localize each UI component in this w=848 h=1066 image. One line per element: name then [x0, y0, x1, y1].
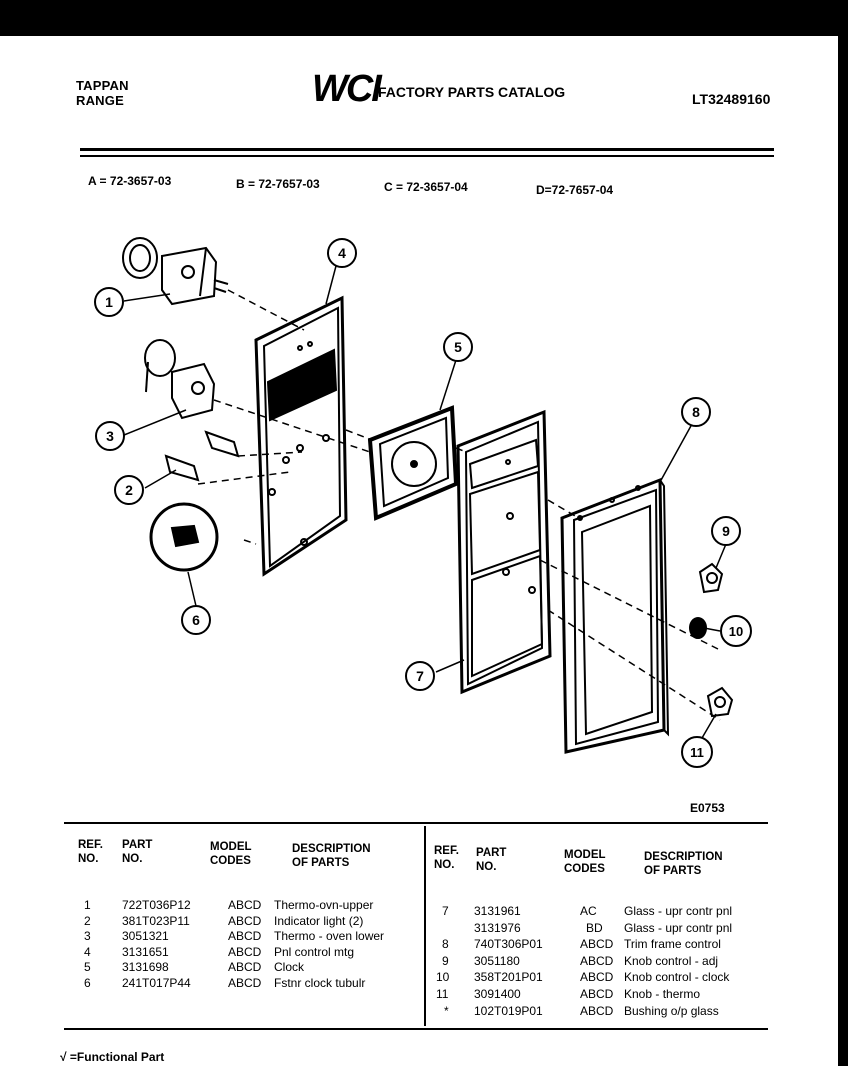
svg-text:7: 7: [416, 668, 424, 684]
table-row: 10 358T201P01 ABCD Knob control - clock: [436, 970, 730, 985]
header-desc-right: DESCRIPTION OF PARTS: [644, 851, 723, 877]
brand-line2: RANGE: [76, 93, 124, 108]
table-row: 5 3131698 ABCD Clock: [84, 960, 305, 975]
brand-block: TAPPAN RANGE: [76, 78, 129, 108]
table-rule-bottom: [64, 1028, 768, 1030]
wci-logo: WCI: [312, 68, 382, 110]
callout-3: 3: [95, 421, 125, 451]
callout-11: 11: [681, 736, 713, 768]
table-row: 7 3131961 AC Glass - upr contr pnl: [442, 904, 733, 918]
header-ref-right: REF. NO.: [434, 845, 459, 871]
table-row: 1 722T036P12 ABCD Thermo-ovn-upper: [84, 898, 374, 912]
header-rule-bottom: [80, 155, 774, 157]
clock-part: [367, 405, 459, 521]
svg-text:4: 4: [338, 245, 346, 261]
indicator-lights-part: [164, 430, 240, 482]
table-row: 11 3091400 ABCD Knob - thermo: [436, 986, 701, 1001]
table-row: 2 381T023P11 ABCD Indicator light (2): [84, 913, 364, 928]
header-part-right: PART NO.: [476, 847, 507, 873]
control-panel-mount-part: [254, 295, 348, 577]
table-divider: [424, 826, 426, 1026]
callout-9: 9: [711, 516, 741, 546]
clock-fastener-part: [149, 502, 219, 572]
table-rule-top: [64, 822, 768, 824]
thermostat-upper-part: [122, 237, 229, 306]
figure-id: E0753: [690, 801, 725, 815]
table-row: 3131976 BD Glass - upr contr pnl: [474, 920, 733, 935]
table-row: 8 740T306P01 ABCD Trim frame control: [442, 937, 721, 952]
svg-text:11: 11: [690, 745, 704, 760]
catalog-title: FACTORY PARTS CATALOG: [378, 84, 566, 100]
model-code-a: A = 72-3657-03: [88, 174, 172, 188]
svg-text:10: 10: [729, 624, 743, 639]
svg-text:9: 9: [722, 523, 730, 539]
svg-text:8: 8: [692, 404, 700, 420]
callout-7: 7: [405, 661, 435, 691]
header-model-right: MODEL CODES: [564, 849, 606, 875]
svg-text:1: 1: [105, 294, 113, 310]
parts-list-right: 7 3131961 AC Glass - upr contr pnl 31319…: [436, 904, 766, 1020]
svg-text:6: 6: [192, 612, 200, 628]
header-desc-left: DESCRIPTION OF PARTS: [292, 843, 371, 869]
header-part-left: PART NO.: [122, 839, 153, 865]
table-row: * 102T019P01 ABCD Bushing o/p glass: [444, 1003, 719, 1018]
header-ref-left: REF. NO.: [78, 839, 103, 865]
knob-clock-part: [689, 617, 707, 639]
knob-thermo-part: [706, 686, 734, 718]
functional-part-note: √ =Functional Part: [60, 1050, 165, 1064]
assembly-lines: [197, 289, 721, 721]
callout-1: 1: [94, 287, 124, 317]
callout-5: 5: [443, 332, 473, 362]
parts-list-left: 1 722T036P12 ABCD Thermo-ovn-upper 2 381…: [84, 898, 424, 992]
table-row: 6 241T017P44 ABCD Fstnr clock tubulr: [84, 975, 366, 990]
glass-panel-part: [456, 409, 552, 695]
table-row: 3 3051321 ABCD Thermo - oven lower: [84, 929, 385, 944]
thermostat-lower-part: [144, 339, 216, 420]
model-code-c: C = 72-3657-04: [384, 180, 468, 194]
brand-line1: TAPPAN: [76, 78, 129, 93]
header-rule-top: [80, 148, 774, 151]
trim-frame-part: [560, 477, 670, 754]
callout-8: 8: [681, 397, 711, 427]
leader-lines: [123, 265, 727, 739]
callout-2: 2: [114, 475, 144, 505]
svg-text:2: 2: [125, 482, 133, 498]
catalog-number: LT32489160: [692, 91, 771, 107]
table-row: 4 3131651 ABCD Pnl control mtg: [84, 944, 355, 959]
callout-6: 6: [181, 605, 211, 635]
knob-control-adj-part: [698, 562, 724, 594]
exploded-parts-diagram: 1 2 3 4 5 6 7 8 9 10 11 E0753: [94, 237, 752, 815]
callout-10: 10: [720, 615, 752, 647]
callout-4: 4: [327, 238, 357, 268]
scan-border-top: [0, 0, 848, 36]
table-row: 9 3051180 ABCD Knob control - adj: [442, 953, 719, 968]
header-model-left: MODEL CODES: [210, 841, 252, 867]
svg-text:3: 3: [106, 428, 114, 444]
model-code-b: B = 72-7657-03: [236, 177, 320, 191]
svg-text:5: 5: [454, 339, 462, 355]
scan-border-right: [838, 0, 848, 1066]
model-code-d: D=72-7657-04: [536, 183, 614, 197]
